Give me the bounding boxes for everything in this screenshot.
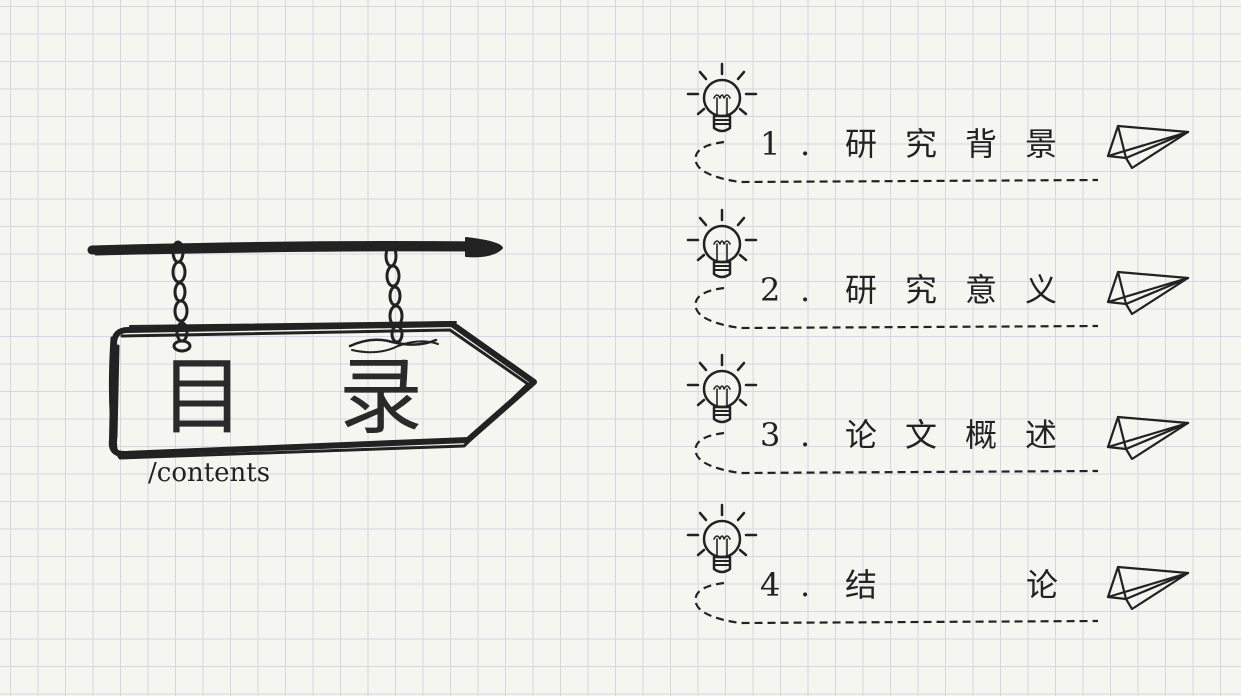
menu-item-number: 1: [760, 125, 781, 163]
hanging-sign-icon: [87, 237, 537, 460]
lightbulb-icon: [684, 208, 764, 296]
menu-item-label: 论文概述: [845, 416, 1086, 454]
lightbulb-icon: [684, 353, 764, 441]
paper-plane-icon: [1106, 563, 1192, 619]
menu-item-1[interactable]: 1. 研究背景: [0, 0, 1241, 184]
menu-item-3[interactable]: 3. 论文概述: [0, 0, 1241, 475]
lightbulb-icon: [684, 62, 764, 150]
menu-item-4[interactable]: 4. 结 论: [0, 0, 1241, 625]
menu-item-dot: .: [800, 566, 811, 604]
menu-item-dot: .: [800, 125, 811, 163]
paper-plane-icon: [1106, 413, 1192, 469]
lightbulb-icon: [684, 503, 764, 591]
menu-item-number: 3: [760, 416, 781, 454]
menu-item-dot: .: [800, 416, 811, 454]
sign-subtitle: /contents: [148, 458, 271, 488]
menu-item-label-end: 论: [1026, 566, 1059, 604]
menu-item-label: 研究意义: [845, 271, 1086, 309]
menu-item-dot: .: [800, 271, 811, 309]
menu-item-label: 研究背景: [845, 125, 1086, 163]
paper-plane-icon: [1106, 122, 1192, 178]
menu-item-number: 2: [760, 271, 781, 309]
menu-item-2[interactable]: 2. 研究意义: [0, 0, 1241, 330]
menu-item-label: 结: [845, 566, 906, 604]
sign-title: 目 录: [160, 348, 457, 446]
paper-plane-icon: [1106, 268, 1192, 324]
menu-item-number: 4: [760, 566, 781, 604]
